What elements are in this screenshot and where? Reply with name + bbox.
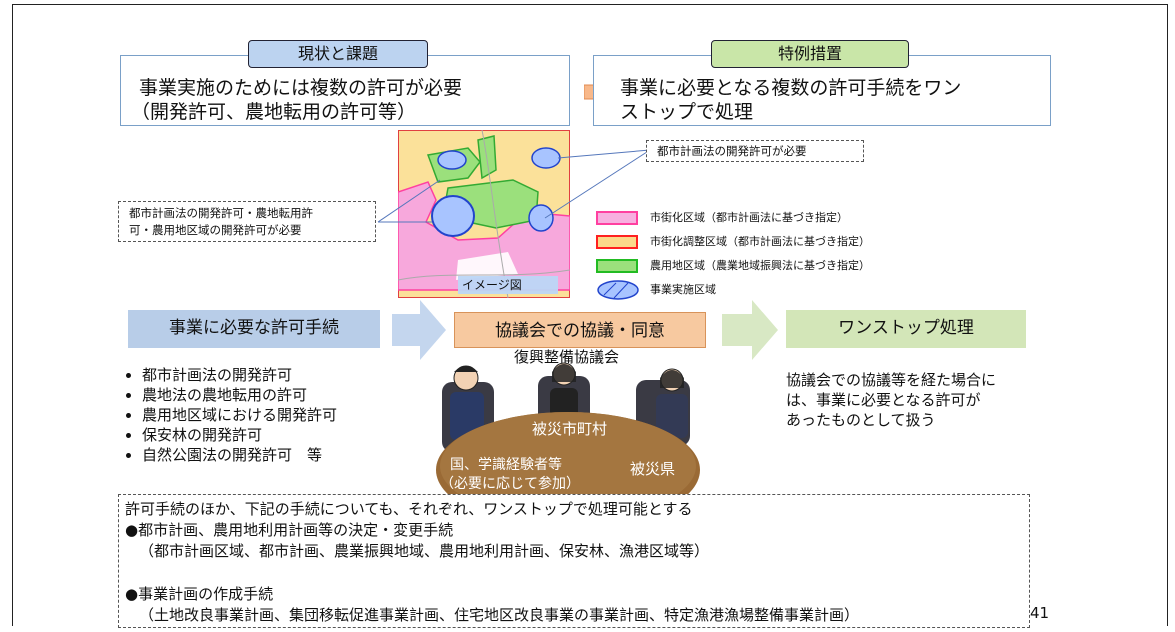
footer-box: 許可手続のほか、下記の手続についても、それぞれ、ワンストップで処理可能とする ●… — [118, 494, 1030, 628]
footer-line5: （土地改良事業計画、集団移転促進事業計画、住宅地区改良事業の事業計画、特定漁港漁… — [139, 606, 860, 624]
footer-line3: （都市計画区域、都市計画、農業振興地域、農用地利用計画、保安林、漁港区域等） — [139, 542, 710, 560]
label-national: 国、学識経験者等 （必要に応じて参加） — [440, 456, 580, 494]
callout-left-line2: 可・農用地区域の開発許可が必要 — [129, 223, 302, 237]
permit-item: 自然公園法の開発許可 等 — [142, 445, 337, 465]
meeting-illustration — [436, 362, 700, 496]
legend-swatch-urbanization — [596, 211, 638, 225]
special-line1: 事業に必要となる複数の許可手続をワン — [620, 77, 962, 99]
legend-label-agricultural: 農用地区域（農業地域振興法に基づき指定） — [650, 259, 870, 272]
label-prefecture: 被災県 — [630, 460, 676, 478]
permit-item: 都市計画法の開発許可 — [142, 365, 337, 385]
permit-item: 農地法の農地転用の許可 — [142, 385, 337, 405]
footer-line4: ●事業計画の作成手続 — [125, 585, 274, 603]
label-municipality: 被災市町村 — [532, 420, 608, 438]
permit-item: 農用地区域における開発許可 — [142, 405, 337, 425]
special-measures-badge: 特例措置 — [711, 40, 909, 68]
zoning-map — [398, 130, 570, 298]
callout-leader-lines — [377, 149, 651, 223]
legend-swatch-project-area — [597, 280, 639, 300]
label-national-line1: 国、学識経験者等 — [450, 457, 562, 473]
council-name: 復興整備協議会 — [514, 348, 620, 366]
step-council-agreement: 協議会での協議・同意 — [454, 312, 706, 348]
flow-arrow-2-icon — [722, 300, 778, 360]
step-required-permits: 事業に必要な許可手続 — [128, 310, 380, 348]
slide — [12, 4, 1168, 626]
flow-arrow-1-icon — [392, 300, 446, 360]
callout-left: 都市計画法の開発許可・農地転用許 可・農用地区域の開発許可が必要 — [118, 201, 376, 242]
special-line2: ストップで処理 — [620, 101, 754, 123]
label-national-line2: （必要に応じて参加） — [440, 476, 580, 492]
legend-swatch-control — [596, 235, 638, 249]
callout-top-right: 都市計画法の開発許可が必要 — [646, 140, 864, 162]
result-text: 協議会での協議等を経た場合に は、事業に必要となる許可が あったものとして扱う — [786, 370, 996, 430]
legend-label-urbanization: 市街化区域（都市計画法に基づき指定） — [650, 211, 848, 224]
result-line1: 協議会での協議等を経た場合に — [786, 371, 997, 389]
callout-top-right-text: 都市計画法の開発許可が必要 — [657, 144, 807, 158]
page-number: 41 — [1030, 604, 1050, 622]
legend-label-control: 市街化調整区域（都市計画法に基づき指定） — [650, 235, 870, 248]
legend-label-project-area: 事業実施区域 — [650, 283, 716, 296]
result-line2: は、事業に必要となる許可が — [786, 391, 981, 409]
current-line2: （開発許可、農地転用の許可等） — [131, 101, 417, 123]
legend-swatch-agricultural — [596, 259, 638, 273]
permit-list: 都市計画法の開発許可 農地法の農地転用の許可 農用地区域における開発許可 保安林… — [118, 365, 337, 465]
current-line1: 事業実施のためには複数の許可が必要 — [139, 77, 463, 99]
current-situation-badge: 現状と課題 — [248, 40, 428, 68]
footer-line1: 許可手続のほか、下記の手続についても、それぞれ、ワンストップで処理可能とする — [125, 500, 693, 518]
permit-item: 保安林の開発許可 — [142, 425, 337, 445]
map-image-label: イメージ図 — [462, 278, 522, 292]
map-legend: 市街化区域（都市計画法に基づき指定） 市街化調整区域（都市計画法に基づき指定） … — [596, 209, 956, 305]
callout-left-line1: 都市計画法の開発許可・農地転用許 — [129, 206, 313, 220]
footer-line2: ●都市計画、農用地利用計画等の決定・変更手続 — [125, 521, 454, 539]
result-line3: あったものとして扱う — [786, 411, 936, 429]
step-one-stop: ワンストップ処理 — [786, 310, 1026, 348]
